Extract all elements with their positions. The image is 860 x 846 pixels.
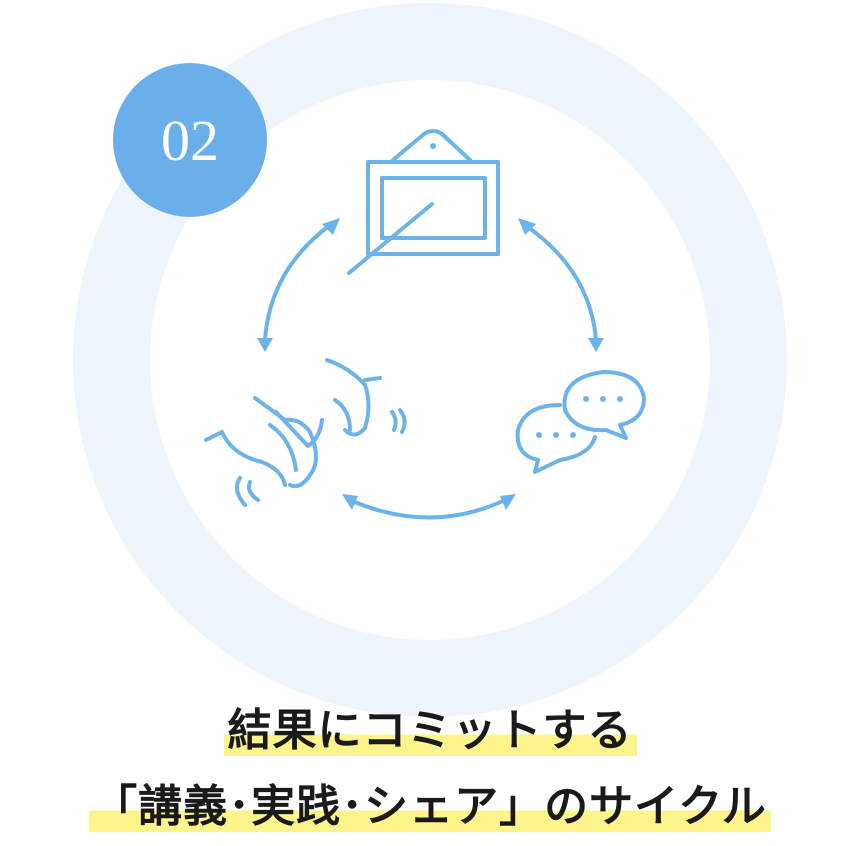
cycle-arrows-icon [257, 218, 604, 520]
step-number: 02 [161, 107, 219, 173]
hands-clapping-icon [204, 358, 407, 507]
title-line-2: 「講義･実践･シェア」のサイクル [0, 770, 860, 834]
title-line-1: 結果にコミットする [0, 694, 860, 758]
step-badge: 02 [113, 63, 267, 217]
whiteboard-icon [347, 129, 500, 275]
chat-bubbles-icon [515, 370, 646, 474]
